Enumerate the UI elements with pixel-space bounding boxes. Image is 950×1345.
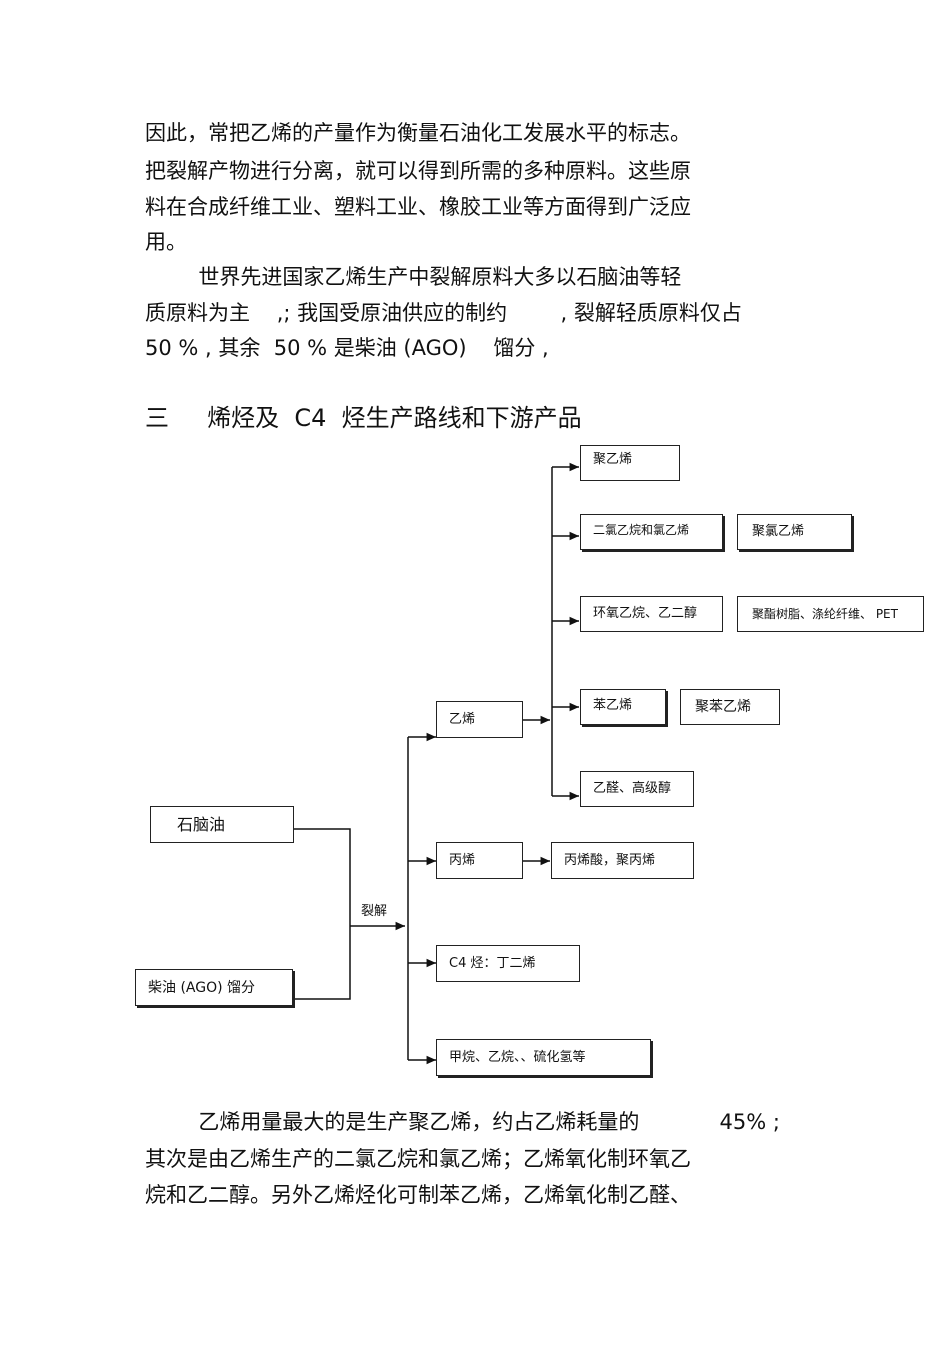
box-acrylic: 丙烯酸，聚丙烯: [551, 842, 694, 879]
box-naphtha-label: 石脑油: [177, 814, 226, 834]
box-polyethylene: 聚乙烯: [580, 445, 680, 481]
box-polyester: 聚酯树脂、涤纶纤维、 PET: [737, 596, 924, 632]
box-c4-label: C4 烃：丁二烯: [449, 955, 536, 971]
box-c4: C4 烃：丁二烯: [436, 945, 580, 982]
paragraph-1-line-3: 料在合成纤维工业、塑料工业、橡胶工业等方面得到广泛应: [145, 195, 691, 219]
box-polyester-label: 聚酯树脂、涤纶纤维、 PET: [752, 607, 898, 621]
box-edc-vcm-label: 二氯乙烷和氯乙烯: [593, 523, 690, 537]
box-propylene: 丙烯: [436, 842, 523, 879]
box-eo-eg-label: 环氧乙烷、乙二醇: [593, 606, 698, 621]
box-styrene: 苯乙烯: [580, 689, 666, 725]
box-polystyrene-label: 聚苯乙烯: [695, 699, 751, 715]
connector-naphtha: [293, 828, 351, 926]
connector-diesel: [293, 926, 351, 1000]
box-polyethylene-label: 聚乙烯: [593, 452, 633, 467]
box-diesel-ago: 柴油 (AGO) 馏分: [135, 969, 293, 1006]
box-others: 甲烷、乙烷、、硫化氢等: [436, 1039, 651, 1076]
box-propylene-label: 丙烯: [449, 852, 476, 868]
box-edc-vcm: 二氯乙烷和氯乙烯: [580, 514, 723, 550]
section-heading: 三 烯烃及 C4 烃生产路线和下游产品: [145, 404, 582, 432]
paragraph-2-line-3: 50 % , 其余 50 % 是柴油 (AGO) 馏分 ,: [145, 336, 549, 360]
box-eo-eg: 环氧乙烷、乙二醇: [580, 596, 723, 632]
box-acetaldehyde-label: 乙醛、高级醇: [593, 781, 672, 796]
paragraph-3-line-2: 其次是由乙烯生产的二氯乙烷和氯乙烯；乙烯氧化制环氧乙: [145, 1147, 691, 1171]
process-cracking-label: 裂解: [361, 904, 388, 919]
box-ethylene-label: 乙烯: [449, 711, 476, 727]
paragraph-3-line-1: 乙烯用量最大的是生产聚乙烯，约占乙烯耗量的 45% ;: [145, 1110, 780, 1134]
box-acetaldehyde: 乙醛、高级醇: [580, 771, 694, 807]
box-pvc-label: 聚氯乙烯: [752, 524, 805, 539]
box-ethylene: 乙烯: [436, 701, 523, 738]
paragraph-2-line-2: 质原料为主 ,; 我国受原油供应的制约 , 裂解轻质原料仅占: [145, 301, 742, 325]
paragraph-1-line-4: 用。: [145, 230, 187, 254]
box-polystyrene: 聚苯乙烯: [680, 689, 780, 725]
paragraph-1-line-1: 因此，常把乙烯的产量作为衡量石油化工发展水平的标志。: [145, 121, 691, 145]
box-naphtha: 石脑油: [150, 806, 294, 843]
paragraph-1-line-2: 把裂解产物进行分离，就可以得到所需的多种原料。这些原: [145, 159, 691, 183]
box-styrene-label: 苯乙烯: [593, 698, 633, 713]
box-others-label: 甲烷、乙烷、、硫化氢等: [449, 1049, 586, 1065]
paragraph-2-line-1: 世界先进国家乙烯生产中裂解原料大多以石脑油等轻: [145, 265, 682, 289]
box-diesel-ago-label: 柴油 (AGO) 馏分: [148, 979, 256, 996]
box-acrylic-label: 丙烯酸，聚丙烯: [564, 852, 656, 868]
paragraph-3-line-3: 烷和乙二醇。另外乙烯烃化可制苯乙烯，乙烯氧化制乙醛、: [145, 1183, 691, 1207]
box-pvc: 聚氯乙烯: [737, 514, 852, 550]
